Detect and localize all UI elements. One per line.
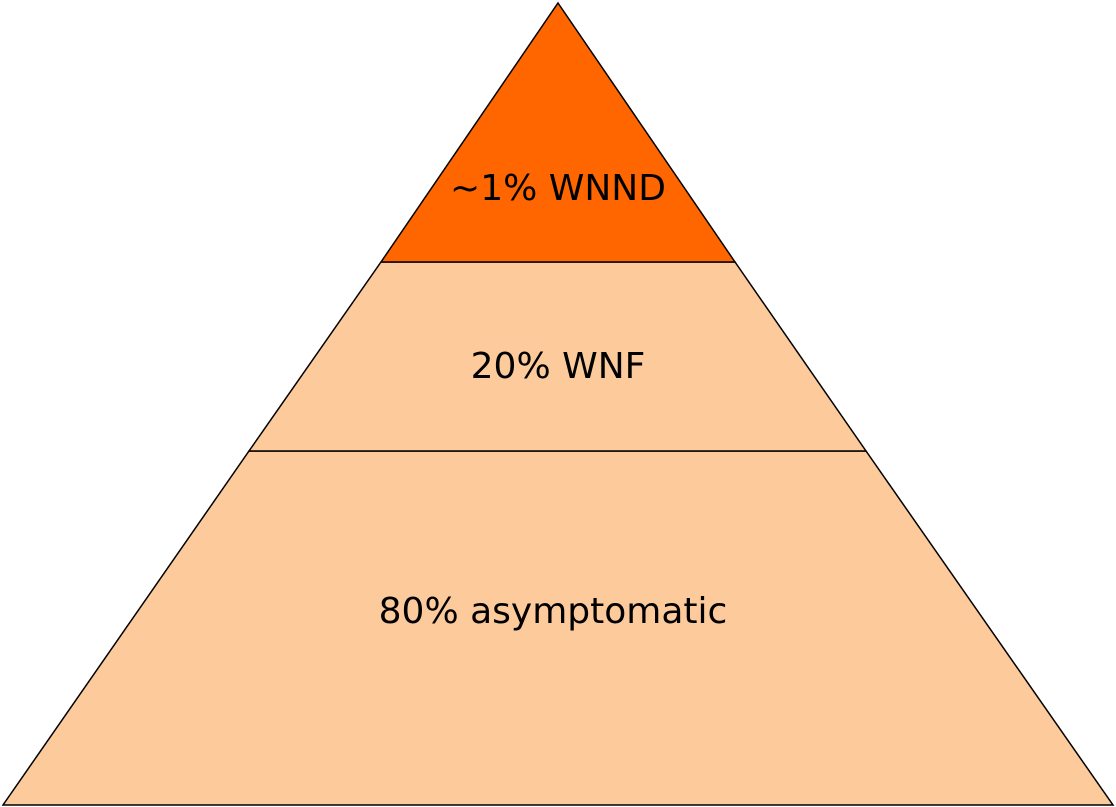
tier-wnnd-shape: [379, 1, 737, 263]
tier-asymptomatic-label: 80% asymptomatic: [379, 591, 728, 632]
tier-wnnd-label: ~1% WNND: [450, 168, 666, 209]
tier-wnf-label: 20% WNF: [471, 346, 646, 387]
